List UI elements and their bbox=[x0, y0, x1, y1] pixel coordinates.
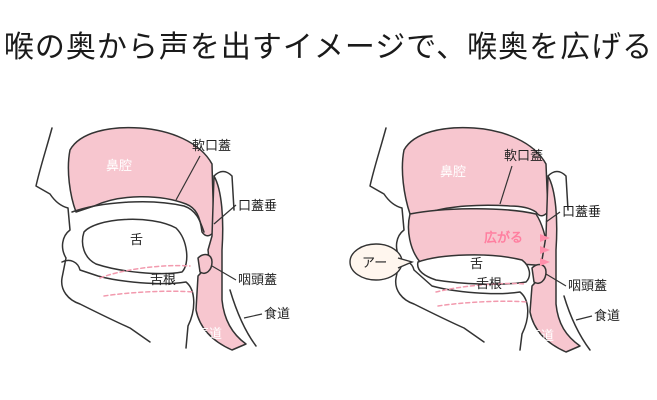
left-label-nasal: 鼻腔 bbox=[106, 158, 132, 174]
right-neck-back bbox=[547, 170, 569, 211]
right-label-tongue: 舌 bbox=[470, 257, 483, 272]
left-tongue bbox=[81, 218, 188, 275]
left-label-tongue-root: 舌根 bbox=[150, 273, 176, 288]
left-label-trachea: 気道 bbox=[196, 326, 222, 342]
left-hard-palate bbox=[71, 200, 205, 233]
right-diagram bbox=[369, 126, 591, 353]
page-title: 喉の奥から声を出すイメージで、喉奥を広げる bbox=[3, 30, 654, 65]
left-face-outline bbox=[35, 127, 151, 343]
right-widen-arrows bbox=[540, 234, 550, 266]
left-label-tongue: 舌 bbox=[130, 233, 143, 248]
right-nasal-cavity bbox=[401, 126, 549, 217]
right-epiglottis bbox=[531, 263, 547, 284]
right-label-tongue-root: 舌根 bbox=[476, 277, 502, 292]
right-face-outline bbox=[369, 127, 485, 343]
right-labels: 鼻腔 軟口蓋 口蓋垂 広がる 舌 舌根 咽頭蓋 食道 気道 bbox=[440, 148, 620, 344]
left-tongue-root-dash2 bbox=[103, 290, 195, 297]
left-diagram bbox=[35, 126, 257, 351]
right-label-esophagus: 食道 bbox=[594, 308, 620, 324]
left-labels: 鼻腔 軟口蓋 口蓋垂 舌 舌根 咽頭蓋 食道 気道 bbox=[106, 138, 290, 342]
right-speech-bubble: アー bbox=[349, 243, 415, 281]
left-label-uvula: 口蓋垂 bbox=[238, 199, 277, 214]
right-label-uvula: 口蓋垂 bbox=[562, 205, 601, 220]
speech-text: アー bbox=[362, 256, 387, 271]
right-tongue bbox=[416, 254, 531, 285]
widen-arrow-2 bbox=[540, 246, 550, 254]
left-tongue-root-dash bbox=[99, 264, 191, 279]
widen-arrow-1 bbox=[540, 234, 550, 242]
left-jaw bbox=[61, 259, 195, 349]
widen-arrow-3 bbox=[540, 258, 550, 266]
left-esophagus bbox=[229, 289, 257, 347]
left-neck-back bbox=[213, 170, 235, 211]
right-label-widen: 広がる bbox=[484, 230, 523, 246]
left-label-epiglottis: 咽頭蓋 bbox=[238, 273, 277, 288]
left-epiglottis bbox=[197, 253, 213, 274]
right-label-soft-palate: 軟口蓋 bbox=[504, 148, 543, 164]
right-esophagus bbox=[563, 295, 591, 351]
left-label-soft-palate: 軟口蓋 bbox=[192, 138, 231, 154]
right-label-trachea: 気道 bbox=[528, 328, 554, 344]
right-tongue-root-dash2 bbox=[437, 300, 529, 307]
left-label-esophagus: 食道 bbox=[264, 306, 290, 322]
right-label-nasal: 鼻腔 bbox=[440, 164, 466, 180]
right-label-epiglottis: 咽頭蓋 bbox=[568, 279, 607, 294]
right-tongue-root-dash bbox=[435, 282, 527, 293]
